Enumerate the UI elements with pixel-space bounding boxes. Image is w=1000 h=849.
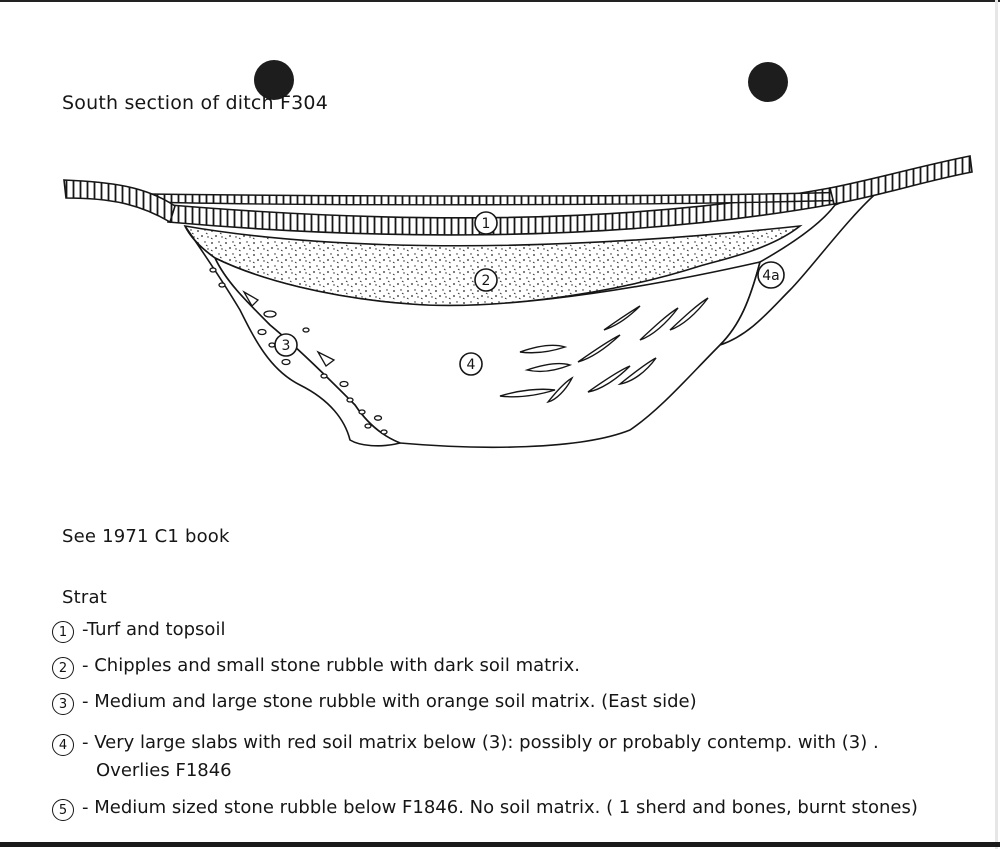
layer-3 [184, 225, 403, 447]
layer-3-stones [209, 267, 388, 435]
layer-4a [719, 189, 883, 346]
section-title: South section of ditch F304 [62, 92, 328, 114]
strat-text-4: - Very large slabs with red soil matrix … [82, 729, 879, 785]
strat-item-3: 3 - Medium and large stone rubble with o… [52, 691, 697, 716]
strat-text-1: -Turf and topsoil [82, 619, 226, 640]
layer-1-turf-upper [149, 191, 853, 206]
strat-item-4: 4 - Very large slabs with red soil matri… [52, 732, 879, 785]
strat-number-3: 3 [52, 693, 74, 715]
strat-item-5: 5 - Medium sized stone rubble below F184… [52, 797, 918, 822]
strat-number-1: 1 [52, 621, 74, 643]
sheet-top-edge [0, 0, 1000, 2]
svg-text:3: 3 [282, 338, 291, 354]
strat-heading: Strat [62, 587, 107, 608]
layer-label-2: 2 [474, 268, 498, 292]
ground-surface-right [829, 155, 973, 205]
sheet-right-edge [995, 0, 998, 849]
strat-item-1: 1 -Turf and topsoil [52, 619, 225, 644]
strat-text-2: - Chipples and small stone rubble with d… [82, 655, 581, 676]
strat-number-4: 4 [52, 734, 74, 756]
punch-hole-right [748, 62, 788, 102]
strat-text-4-line-1: - Very large slabs with red soil matrix … [82, 732, 879, 753]
layer-label-3: 3 [274, 333, 298, 357]
strat-text-3: - Medium and large stone rubble with ora… [82, 691, 697, 712]
layer-label-1: 1 [474, 211, 498, 235]
layer-4-slabs [499, 297, 709, 404]
layer-label-4: 4 [459, 352, 483, 376]
strat-text-5: - Medium sized stone rubble below F1846.… [82, 797, 918, 818]
svg-text:2: 2 [482, 273, 491, 289]
svg-text:4a: 4a [762, 268, 780, 284]
reference-note: See 1971 C1 book [62, 526, 230, 547]
strat-text-4-line-2: Overlies F1846 [96, 760, 232, 781]
punch-hole-left [254, 60, 294, 100]
sheet-bottom-edge [0, 842, 1000, 847]
ground-surface-left [63, 179, 176, 224]
strat-number-5: 5 [52, 799, 74, 821]
layer-label-4a: 4a [757, 261, 785, 289]
strat-number-2: 2 [52, 657, 74, 679]
svg-text:1: 1 [482, 216, 491, 232]
strat-item-2: 2 - Chipples and small stone rubble with… [52, 655, 580, 680]
svg-text:4: 4 [467, 357, 476, 373]
